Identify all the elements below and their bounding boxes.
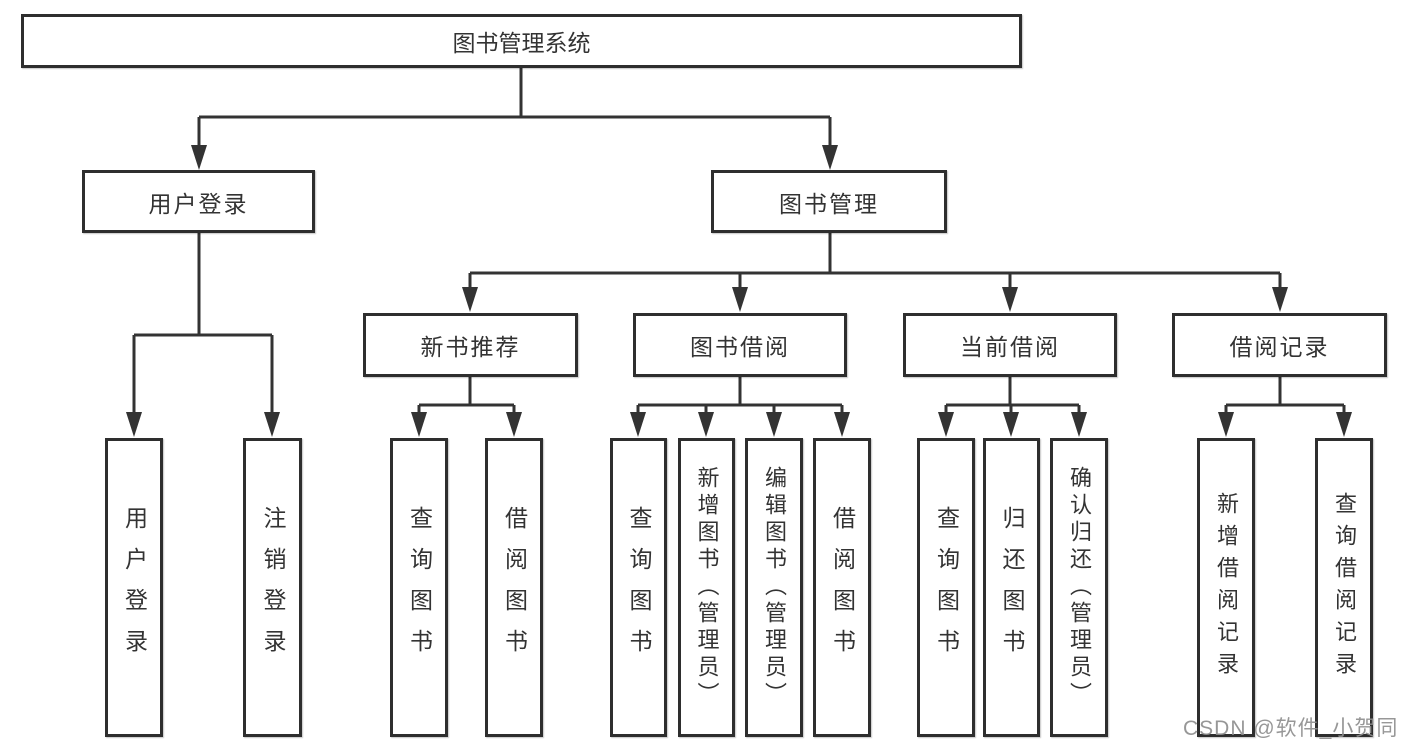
node-user-login: 用户登录 xyxy=(82,170,315,233)
node-library-management-system: 图书管理系统 xyxy=(21,14,1022,68)
leaf-borrow-books-recommend: 借阅图书 xyxy=(485,438,543,737)
leaf-query-books-borrow: 查询图书 xyxy=(610,438,667,737)
node-new-book-recommendation: 新书推荐 xyxy=(363,313,578,377)
node-book-management: 图书管理 xyxy=(711,170,947,233)
leaf-confirm-return-admin: 确认归还（管理员） xyxy=(1050,438,1108,737)
leaf-add-books-admin: 新增图书（管理员） xyxy=(678,438,735,737)
leaf-borrow-books: 借阅图书 xyxy=(813,438,871,737)
leaf-return-books: 归还图书 xyxy=(983,438,1040,737)
leaf-logout: 注销登录 xyxy=(243,438,302,737)
node-borrowing-records: 借阅记录 xyxy=(1172,313,1387,377)
leaf-query-books-current: 查询图书 xyxy=(917,438,975,737)
node-current-borrowing: 当前借阅 xyxy=(903,313,1117,377)
leaf-edit-books-admin: 编辑图书（管理员） xyxy=(745,438,803,737)
csdn-watermark: CSDN @软件_小贺同学 xyxy=(1183,717,1399,740)
leaf-add-borrow-record: 新增借阅记录 xyxy=(1197,438,1255,737)
leaf-query-books-recommend: 查询图书 xyxy=(390,438,448,737)
leaf-query-borrow-record: 查询借阅记录 xyxy=(1315,438,1373,737)
arrowheads xyxy=(126,145,1352,437)
node-book-borrowing: 图书借阅 xyxy=(633,313,847,377)
leaf-user-login: 用户登录 xyxy=(105,438,163,737)
